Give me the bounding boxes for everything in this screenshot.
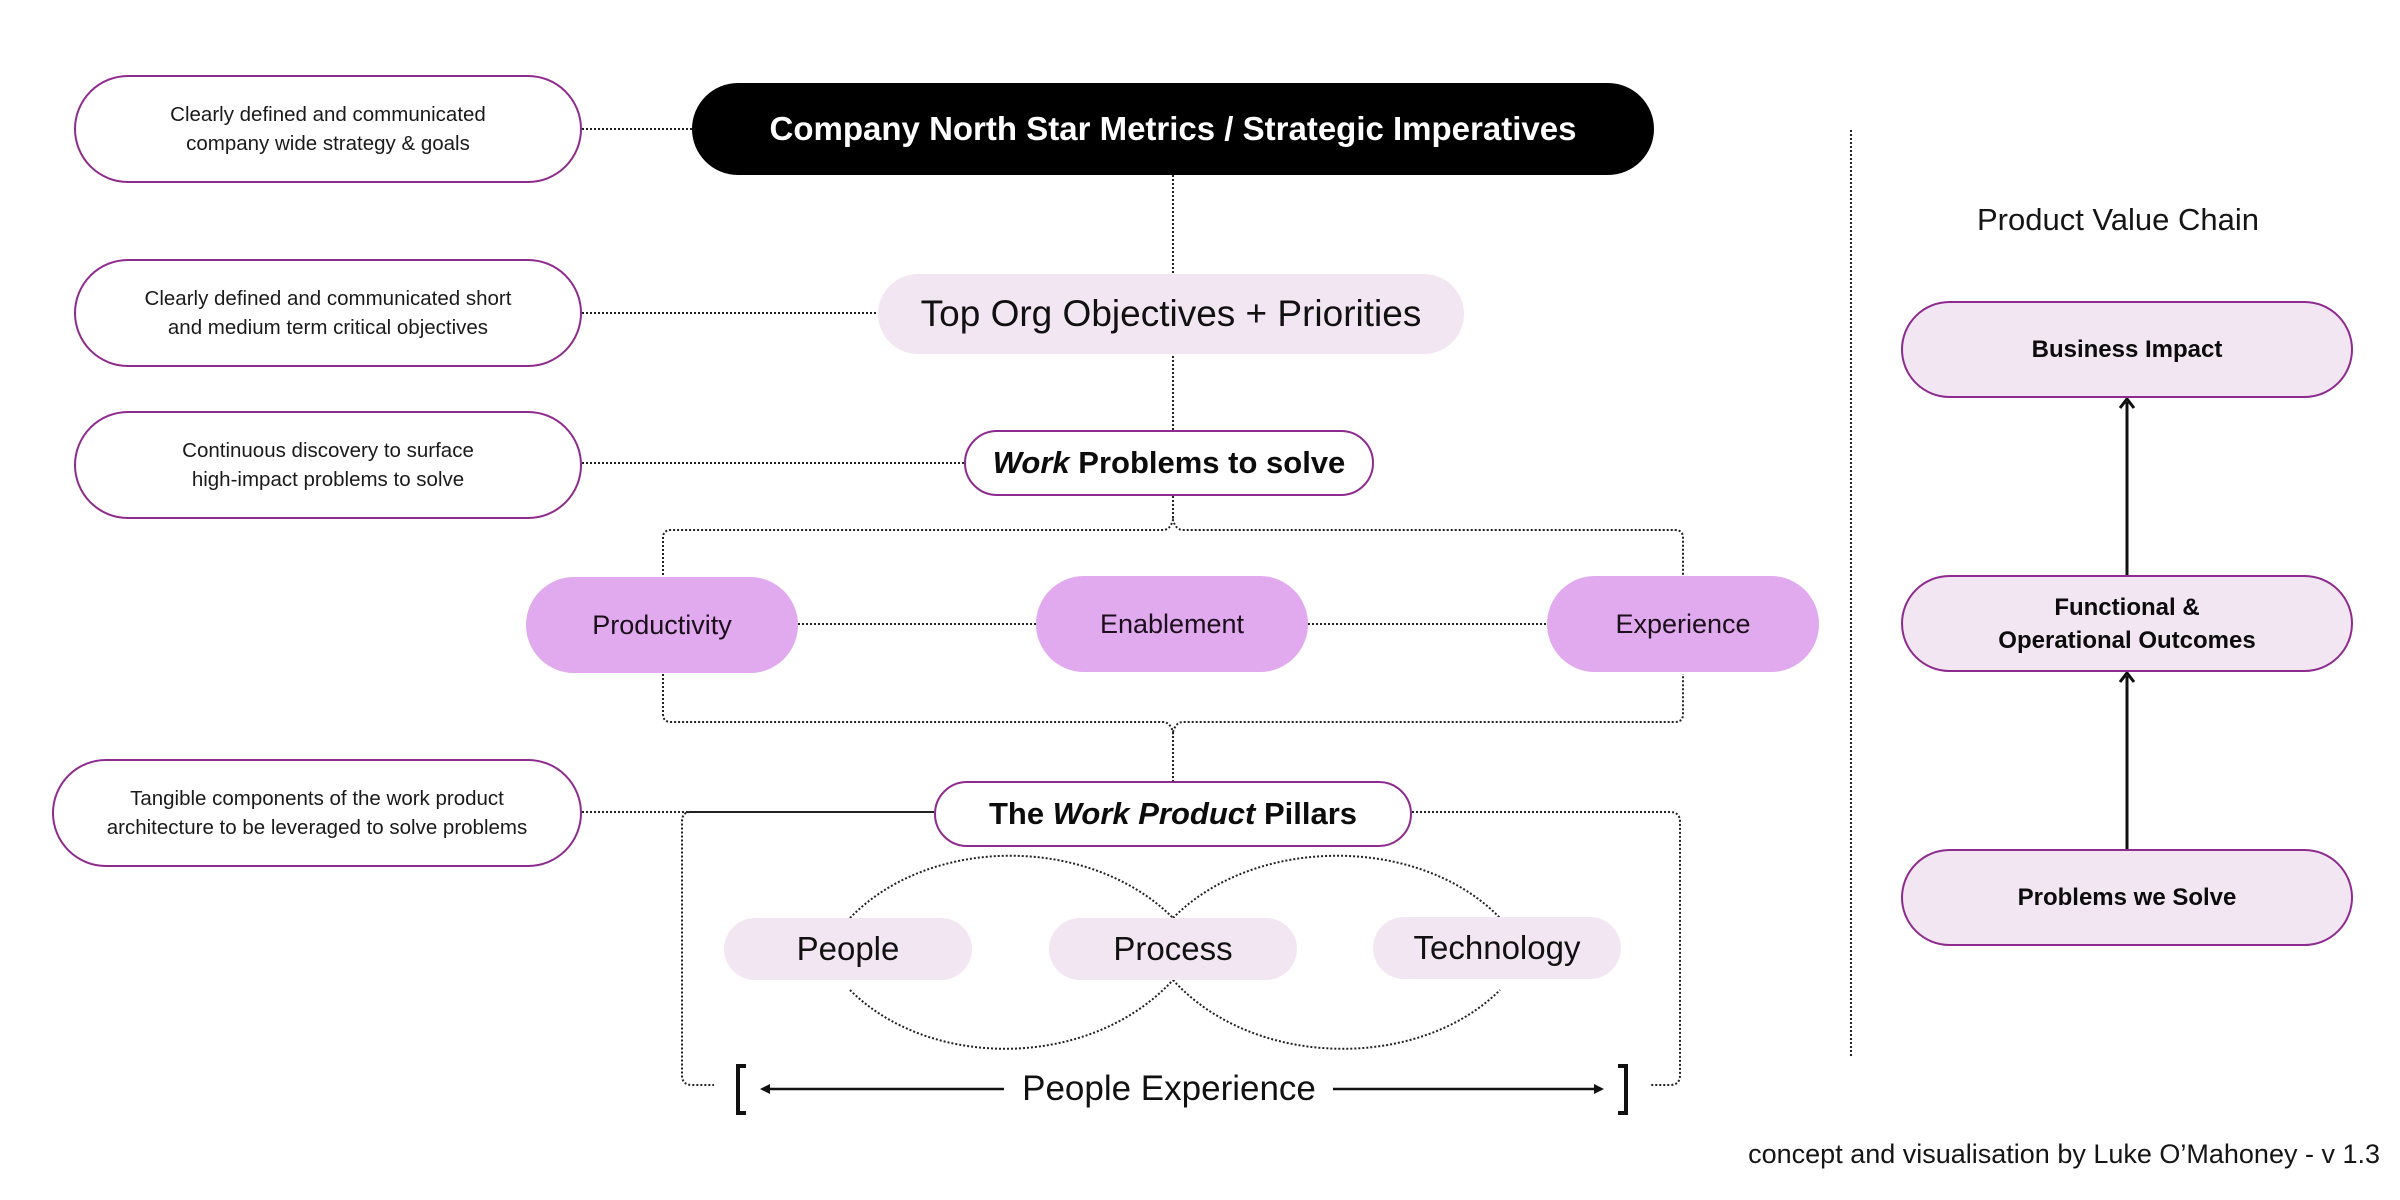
pillar-process: Process xyxy=(1049,918,1297,980)
pillars-bracket xyxy=(681,811,934,1086)
note-line: Continuous discovery to surface xyxy=(182,439,474,462)
span-right-bracket xyxy=(1618,1064,1628,1115)
pillar-link-arc xyxy=(849,979,1174,1050)
pillars-header-emphasis: Work Product xyxy=(1052,796,1256,831)
category-label: Productivity xyxy=(592,609,732,640)
category-experience: Experience xyxy=(1547,576,1819,672)
pillar-link-arc xyxy=(1172,854,1501,919)
note-line: architecture to be leveraged to solve pr… xyxy=(106,816,528,839)
chain-stage-label: Business Impact xyxy=(2031,336,2223,363)
category-label: Enablement xyxy=(1099,608,1245,639)
work-product-pillars-box: The Work Product Pillars xyxy=(934,781,1412,847)
footer-caption-text: concept and visualisation by Luke O’Maho… xyxy=(1748,1139,2380,1169)
pillar-technology: Technology xyxy=(1373,917,1621,979)
note-pillars: Tangible components of the work product a… xyxy=(52,759,582,867)
pillars-bracket xyxy=(1412,811,1681,1086)
people-experience-label-wrap: People Experience xyxy=(1004,1066,1334,1112)
category-productivity: Productivity xyxy=(526,577,798,673)
chain-stage-label: Functional & xyxy=(2054,593,2200,621)
pillar-link-arc xyxy=(1172,979,1501,1050)
chain-stage-label: Problems we Solve xyxy=(2017,884,2237,911)
note-line: and medium term critical objectives xyxy=(167,316,489,339)
note-line: Clearly defined and communicated xyxy=(170,103,486,126)
note-line: company wide strategy & goals xyxy=(186,132,470,155)
note-discovery: Continuous discovery to surface high-impa… xyxy=(74,411,582,519)
arrow-up-icon xyxy=(2118,396,2136,409)
span-left-bracket xyxy=(736,1064,746,1115)
note-line: high-impact problems to solve xyxy=(191,468,465,491)
north-star-title-text: Company North Star Metrics / Strategic I… xyxy=(769,110,1577,147)
pillar-link-arc xyxy=(849,854,1174,919)
categories-bracket xyxy=(662,516,1684,575)
arrow-left-icon xyxy=(760,1084,770,1094)
note-line: Tangible components of the work product xyxy=(130,787,504,810)
people-experience-label: People Experience xyxy=(1010,1069,1328,1109)
pillar-label: Process xyxy=(1113,930,1233,967)
north-star-title: Company North Star Metrics / Strategic I… xyxy=(692,83,1654,175)
org-objectives-box: Top Org Objectives + Priorities xyxy=(878,274,1464,354)
pillars-header-prefix: The xyxy=(988,796,1053,831)
note-strategy: Clearly defined and communicated company … xyxy=(74,75,582,183)
pillar-label: Technology xyxy=(1413,929,1581,966)
chain-stage-outcomes: Functional & Operational Outcomes xyxy=(1901,575,2353,672)
category-label: Experience xyxy=(1615,608,1751,639)
value-chain-title: Product Value Chain xyxy=(1900,202,2336,238)
work-problems-box: Work Problems to solve xyxy=(964,430,1374,496)
chain-stage-label: Operational Outcomes xyxy=(1998,626,2256,654)
work-problems-emphasis: Work xyxy=(992,445,1070,480)
value-chain-title-text: Product Value Chain xyxy=(1976,202,2260,237)
pillar-label: People xyxy=(796,930,900,967)
org-objectives-text: Top Org Objectives + Priorities xyxy=(920,293,1422,334)
chain-stage-problems: Problems we Solve xyxy=(1901,849,2353,946)
arrow-up-icon xyxy=(2118,670,2136,683)
work-problems-text: Problems to solve xyxy=(1069,445,1346,480)
note-line: Clearly defined and communicated short xyxy=(144,287,512,310)
arrow-right-icon xyxy=(1594,1084,1604,1094)
category-enablement: Enablement xyxy=(1036,576,1308,672)
pillar-people: People xyxy=(724,918,972,980)
chain-stage-business-impact: Business Impact xyxy=(1901,301,2353,398)
note-objectives: Clearly defined and communicated short an… xyxy=(74,259,582,367)
footer-caption: concept and visualisation by Luke O’Maho… xyxy=(1748,1139,2380,1170)
pillars-header-suffix: Pillars xyxy=(1255,796,1358,831)
categories-bracket-bottom xyxy=(662,674,1684,736)
